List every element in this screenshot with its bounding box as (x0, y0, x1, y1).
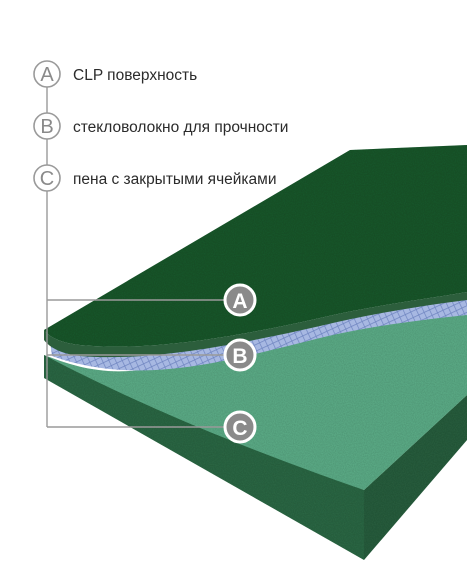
foam-layer-face (44, 300, 467, 490)
slab (44, 145, 467, 560)
legend-badge-a-letter: A (40, 64, 54, 86)
clp-surface-edge (44, 292, 467, 358)
legend-badge-a (33, 60, 61, 88)
legend-item-b: B стекловолокно для прочности (33, 112, 288, 140)
callout-a-letter: A (232, 290, 247, 313)
legend-label-b: стекловолокно для прочности (73, 119, 288, 136)
legend-item-c: C пена с закрытыми ячейками (33, 164, 277, 192)
legend: A CLP поверхность B стекловолокно для пр… (33, 60, 288, 192)
legend-badge-c-letter: C (40, 168, 54, 190)
legend-badge-c (33, 164, 61, 192)
callouts: A B C (223, 283, 257, 444)
legend-badge-b-letter: B (40, 116, 53, 138)
legend-badge-b (33, 112, 61, 140)
slab-front-edge (44, 355, 364, 560)
legend-label-c: пена с закрытыми ячейками (73, 171, 277, 188)
callout-a: A (223, 283, 257, 317)
callout-b-letter: B (232, 345, 247, 368)
callout-c-letter: C (232, 417, 247, 440)
slab-right-edge (364, 395, 467, 560)
leader-lines (46, 86, 224, 428)
legend-label-a: CLP поверхность (73, 67, 197, 84)
callout-c: C (223, 410, 257, 444)
callout-b: B (223, 338, 257, 372)
clp-surface-layer (44, 145, 467, 347)
legend-item-a: A CLP поверхность (33, 60, 197, 88)
